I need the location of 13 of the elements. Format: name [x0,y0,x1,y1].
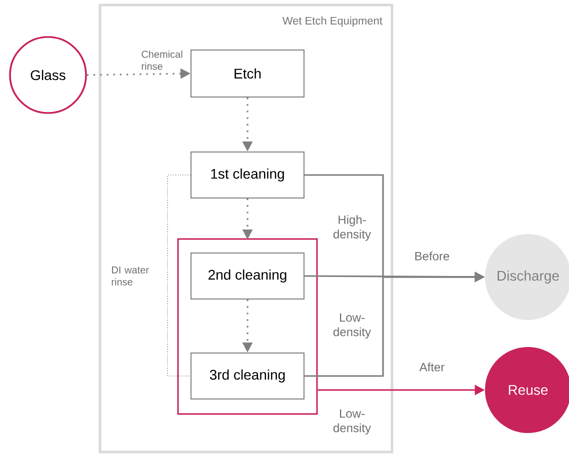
note-label: Low-density [334,409,371,435]
connector [167,174,191,376]
process-box: 3rd cleaning [190,352,304,400]
edge-label: After [419,362,444,372]
edge-label: DI water rinse [112,266,149,286]
process-box: Etch [190,50,304,98]
edge-label: High-density [334,215,371,241]
group-box [177,238,318,415]
edge-label: Low-density [334,313,371,339]
process-box: 1st cleaning [190,152,304,198]
process-box: 2nd cleaning [190,252,304,300]
edge-label: Chemical rinse [142,50,182,70]
edge-label: Before [415,252,450,260]
